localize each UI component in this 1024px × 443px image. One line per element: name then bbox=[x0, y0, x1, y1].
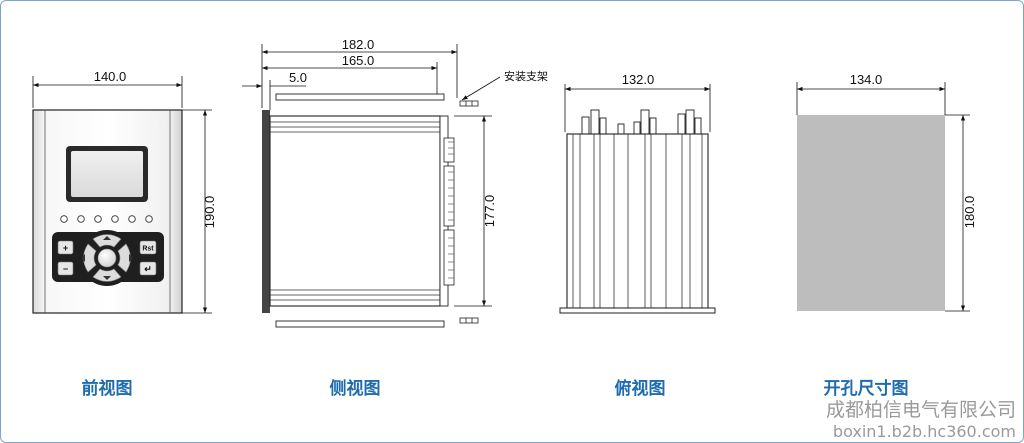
side-height-dim: 177.0 bbox=[482, 195, 497, 228]
housing-ribs bbox=[270, 121, 440, 301]
side-total-depth-dim: 182.0 bbox=[342, 37, 375, 52]
module-slots bbox=[572, 134, 703, 308]
panel-cutout bbox=[797, 115, 945, 311]
nav-left-key[interactable] bbox=[83, 243, 97, 273]
top-view: 132.0 bbox=[559, 72, 716, 399]
front-view: 140.0 190.0 + − bbox=[32, 69, 217, 399]
bracket-screws bbox=[459, 100, 479, 324]
top-mounting-bracket bbox=[275, 93, 445, 101]
arrow-up-icon bbox=[103, 236, 111, 240]
minus-key-label: − bbox=[63, 264, 68, 274]
cutout-view-caption: 开孔尺寸图 bbox=[824, 378, 909, 399]
bracket-label: 安装支架 bbox=[504, 69, 548, 83]
nav-center-key[interactable] bbox=[97, 248, 117, 268]
reset-key-label: Rst bbox=[142, 246, 154, 253]
front-flange bbox=[262, 110, 270, 313]
top-front-flange bbox=[559, 307, 716, 314]
enter-key[interactable] bbox=[139, 261, 157, 276]
nav-up-key[interactable] bbox=[92, 234, 122, 248]
side-housing bbox=[269, 115, 441, 307]
terminal-blocks bbox=[443, 137, 455, 286]
bracket-leader-line bbox=[461, 76, 501, 101]
plus-key[interactable] bbox=[57, 240, 74, 255]
bottom-mounting-bracket bbox=[275, 320, 445, 328]
top-connectors bbox=[581, 109, 702, 135]
front-view-caption: 前视图 bbox=[82, 378, 133, 399]
top-housing bbox=[566, 133, 709, 309]
nav-right-key[interactable] bbox=[117, 243, 131, 273]
front-height-dim: 190.0 bbox=[202, 196, 217, 229]
side-view-caption: 侧视图 bbox=[330, 378, 381, 399]
plus-key-label: + bbox=[63, 243, 68, 253]
lcd-screen bbox=[71, 151, 143, 197]
front-width-dim: 140.0 bbox=[94, 69, 127, 84]
arrow-right-icon bbox=[129, 254, 133, 262]
watermark-company: 成都柏信电气有限公司 bbox=[826, 399, 1016, 421]
arrow-down-icon bbox=[103, 276, 111, 280]
cutout-width-dim: 134.0 bbox=[850, 72, 883, 87]
terminal-pins bbox=[448, 141, 454, 279]
watermark-url: boxin1.b2b.hc360.com bbox=[833, 422, 1016, 441]
side-body-depth-dim: 165.0 bbox=[342, 53, 375, 68]
top-view-caption: 俯视图 bbox=[615, 378, 666, 399]
reset-key[interactable] bbox=[139, 240, 157, 255]
cutout-view: 134.0 180.0 开孔尺寸图 bbox=[796, 72, 977, 399]
top-width-dim: 132.0 bbox=[622, 72, 655, 87]
arrow-left-icon bbox=[81, 254, 85, 262]
minus-key[interactable] bbox=[57, 261, 74, 276]
cutout-height-dim: 180.0 bbox=[962, 196, 977, 229]
led-indicators bbox=[60, 215, 153, 223]
side-flange-dim: 5.0 bbox=[289, 70, 307, 85]
nav-down-key[interactable] bbox=[92, 268, 122, 282]
side-view: 182.0 165.0 5.0 bbox=[242, 37, 548, 399]
enter-key-label: ↵ bbox=[144, 264, 152, 274]
